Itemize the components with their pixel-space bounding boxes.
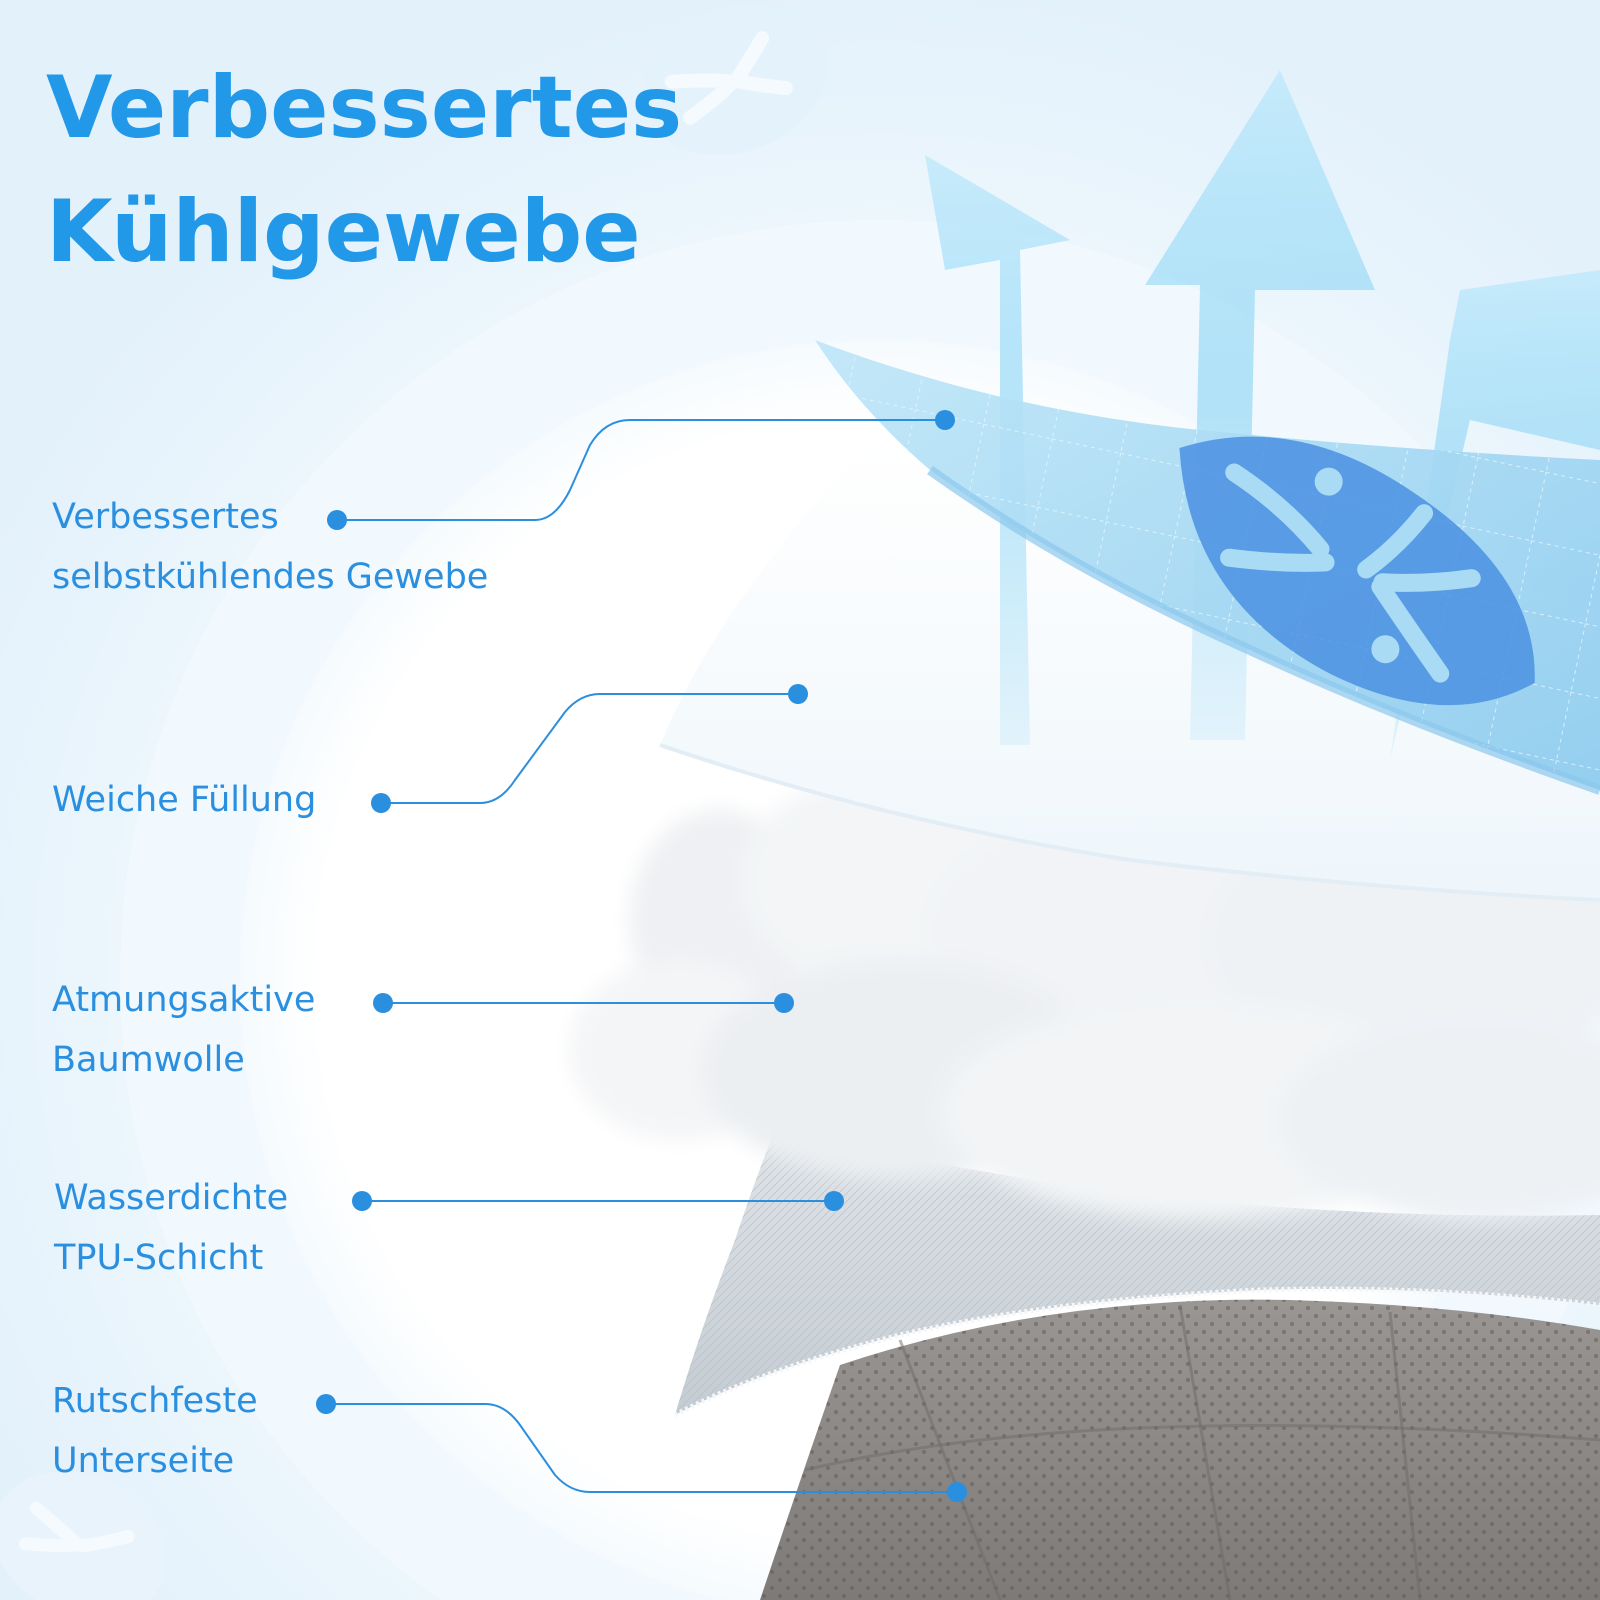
- bottom-layer: [760, 1299, 1600, 1600]
- label-cotton: Atmungsaktive Baumwolle: [52, 970, 315, 1090]
- label-soft-filling: Weiche Füllung: [52, 770, 316, 830]
- monstera-leaf-icon: [642, 4, 828, 156]
- cooling-arrow-icon: [1390, 270, 1600, 760]
- label-cooling-fabric: Verbessertes selbstkühlendes Gewebe: [52, 487, 488, 607]
- label-line-1: Atmungsaktive: [52, 980, 316, 1020]
- cooling-fabric-layer: [815, 340, 1600, 795]
- label-line-2: TPU-Schicht: [54, 1238, 264, 1278]
- label-tpu-layer: Wasserdichte TPU-Schicht: [54, 1168, 288, 1288]
- label-line-2: selbstkühlendes Gewebe: [52, 557, 489, 597]
- callout-line: [326, 419, 957, 1493]
- cooling-arrow-icon: [925, 155, 1070, 745]
- label-line-1: Rutschfeste: [52, 1381, 258, 1421]
- filling-layer: [659, 440, 1600, 902]
- label-line-2: Unterseite: [52, 1441, 235, 1481]
- page-title: Verbessertes Kühlgewebe: [46, 46, 682, 294]
- label-line-1: Verbessertes: [52, 497, 279, 537]
- monstera-leaf-icon: [0, 1471, 167, 1600]
- label-line-1: Weiche Füllung: [52, 780, 317, 820]
- monstera-leaf-icon: [1179, 436, 1535, 706]
- tpu-layer: [673, 1130, 1600, 1418]
- label-line-2: Baumwolle: [52, 1040, 245, 1080]
- label-anti-slip-bottom: Rutschfeste Unterseite: [52, 1371, 258, 1491]
- title-line-2: Kühlgewebe: [46, 182, 641, 282]
- callout-dot: [316, 410, 967, 1502]
- title-line-1: Verbessertes: [46, 58, 683, 158]
- label-line-1: Wasserdichte: [54, 1178, 289, 1218]
